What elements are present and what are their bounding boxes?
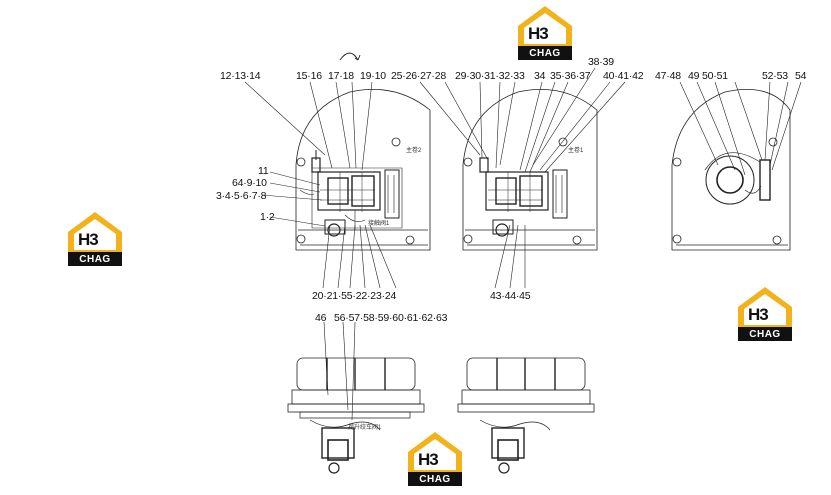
chag-logo-icon: H3 CHAG [514, 4, 576, 64]
callout-label: 56·57·58·59·60·61·62·63 [334, 312, 448, 324]
callout-label: 3·4·5·6·7·8 [216, 190, 267, 202]
callout-label: 46 [315, 312, 327, 324]
leader-lines [244, 67, 802, 421]
callout-label: 54 [795, 70, 807, 82]
diagram-note: 提升绞车阀1 [348, 425, 382, 431]
callout-label: 17·18 [328, 70, 354, 82]
callout-label: 43·44·45 [490, 290, 531, 302]
logo-mark: H3 [418, 450, 439, 469]
winch-view-1 [295, 52, 431, 251]
logo-brand: CHAG [79, 254, 111, 265]
chag-logo-icon: H3 CHAG [404, 430, 466, 490]
chag-logo-icon: H3 CHAG [734, 285, 796, 345]
callout-label: 34 [534, 70, 546, 82]
diagram-note: 主卷1 [568, 148, 584, 154]
logo-mark: H3 [528, 24, 549, 43]
logo-brand: CHAG [419, 474, 451, 485]
diagram-note: 主卷2 [406, 148, 422, 154]
callout-label: 15·16 [296, 70, 322, 82]
callout-label: 50·51 [702, 70, 728, 82]
callout-label: 52·53 [762, 70, 788, 82]
winch-bottom-view-1 [287, 357, 425, 474]
logo-brand: CHAG [529, 48, 561, 59]
callout-label: 49 [688, 70, 700, 82]
callout-label: 38·39 [588, 56, 614, 68]
callout-label: 47·48 [655, 70, 681, 82]
callout-label: 40·41·42 [603, 70, 644, 82]
callout-label: 12·13·14 [220, 70, 261, 82]
logo-brand: CHAG [749, 329, 781, 340]
callout-label: 11 [258, 165, 269, 177]
callout-label: 1·2 [260, 211, 275, 223]
winch-view-2 [462, 89, 598, 251]
winch-bottom-view-2 [457, 357, 595, 474]
logo-mark: H3 [748, 305, 769, 324]
diagram-note: 接触阀1 [368, 221, 390, 227]
callout-label: 29·30·31·32·33 [455, 70, 525, 82]
callout-label: 35·36·37 [550, 70, 591, 82]
callout-label: 25·26·27·28 [391, 70, 447, 82]
winch-view-3 [671, 89, 791, 251]
callout-label: 20·21·55·22·23·24 [312, 290, 397, 302]
callout-label: 19·10 [360, 70, 386, 82]
chag-logo-icon: H3 CHAG [64, 210, 126, 270]
logo-mark: H3 [78, 230, 99, 249]
callout-label: 64·9·10 [232, 177, 267, 189]
